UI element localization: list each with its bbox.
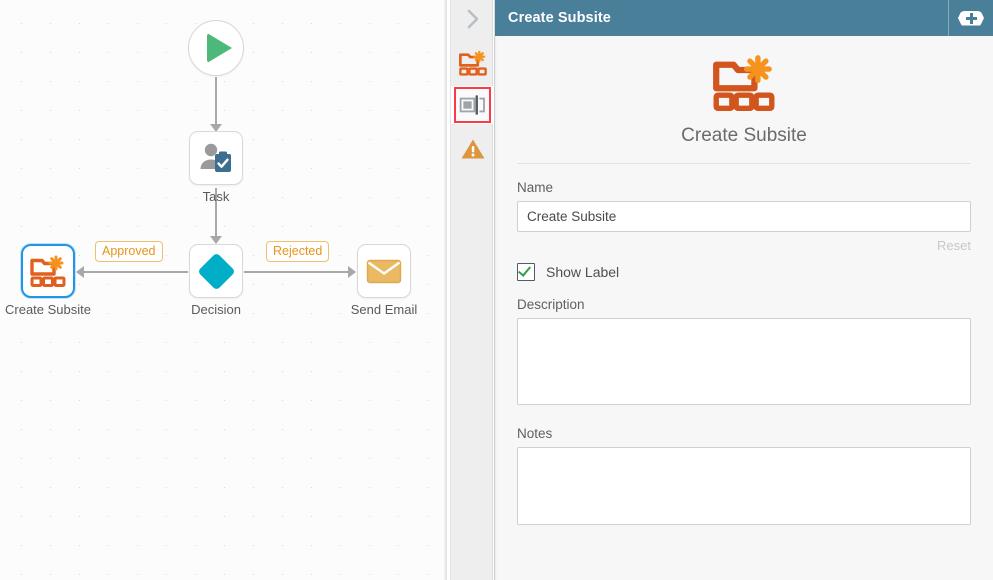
canvas-right-edge [444,0,447,580]
panel-hero-divider [517,163,971,164]
show-label-text: Show Label [546,264,620,280]
node-start[interactable] [188,20,244,76]
expand-collapse-button[interactable] [451,0,494,38]
add-button[interactable] [949,0,993,36]
field-notes: Notes [517,426,971,530]
warning-triangle-icon [461,139,484,159]
panel-title: Create Subsite [508,10,611,26]
connector-task-decision [215,188,217,242]
chevron-right-icon [467,9,478,29]
notes-textarea[interactable] [517,447,971,525]
arrow-start-task-icon [210,124,222,132]
tool-icon-strip [450,0,494,580]
add-plus-badge-icon [958,10,984,26]
diamond-decision-icon [196,251,236,291]
description-textarea[interactable] [517,318,971,405]
strip-item-warnings[interactable] [451,130,494,168]
arrow-decision-subsite-icon [76,266,84,278]
show-label-checkbox[interactable] [517,263,535,281]
node-send-email[interactable]: Send Email [351,244,417,317]
task-node-shape[interactable] [189,131,243,185]
node-create-subsite[interactable]: Create Subsite [5,244,91,317]
strip-item-properties-panel[interactable] [451,86,494,124]
panel-header: Create Subsite [495,0,993,36]
panel-layout-icon [459,95,485,115]
node-task-label: Task [202,189,230,204]
panel-body: Create Subsite Name Reset Show Label Des… [495,36,993,580]
show-label-row[interactable]: Show Label [517,263,971,281]
field-description: Description [517,297,971,410]
create-subsite-node-shape[interactable] [21,244,75,298]
check-tick-icon [517,263,532,277]
send-email-node-shape[interactable] [357,244,411,298]
connector-decision-email [244,271,354,273]
envelope-icon [366,259,402,283]
name-label: Name [517,180,554,195]
node-send-email-label: Send Email [350,302,418,317]
node-decision[interactable]: Decision [189,244,243,317]
description-label: Description [517,297,585,312]
connector-start-task [215,77,217,129]
panel-hero-title: Create Subsite [681,125,807,146]
reset-row: Reset [517,238,971,253]
create-subsite-icon [30,255,66,287]
arrow-decision-email-icon [348,266,356,278]
workflow-canvas[interactable]: Approved Rejected Task [0,0,447,580]
properties-panel: Create Subsite [494,0,993,580]
field-name: Name [517,180,971,232]
node-task[interactable]: Task [189,131,243,204]
start-node-shape[interactable] [188,20,244,76]
panel-hero: Create Subsite [495,36,993,147]
reset-link[interactable]: Reset [937,238,971,253]
play-icon [207,33,232,63]
edge-label-approved[interactable]: Approved [95,241,163,262]
arrow-task-decision-icon [210,236,222,244]
node-create-subsite-label: Create Subsite [5,302,91,317]
header-divider [948,0,949,36]
notes-label: Notes [517,426,553,441]
edge-label-rejected[interactable]: Rejected [266,241,330,262]
create-subsite-icon [458,50,487,76]
decision-node-shape[interactable] [189,244,243,298]
create-subsite-icon [713,55,775,112]
panel-left-shadow [494,36,497,580]
node-decision-label: Decision [191,302,241,317]
plus-vertical-bar [969,12,973,24]
name-input[interactable] [517,201,971,232]
strip-item-create-subsite[interactable] [451,44,494,82]
user-task-icon [200,143,231,172]
connector-decision-subsite [78,271,188,273]
